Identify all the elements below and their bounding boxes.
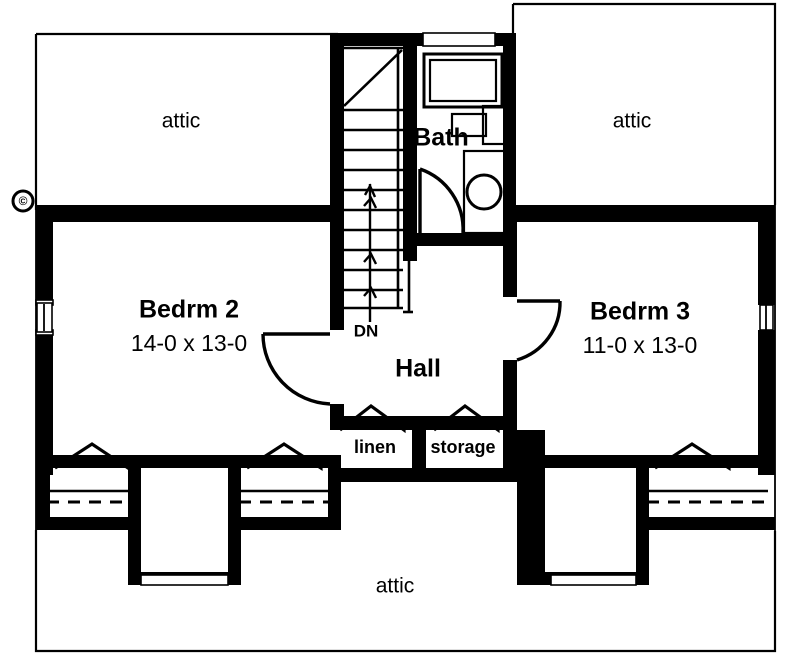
- attic-bottom-outline: [34, 530, 777, 653]
- wall-stair-right: [403, 33, 417, 261]
- closet-storage-door: [432, 403, 500, 434]
- closet-bedrm2-mid: [239, 442, 330, 504]
- wall-bedrm3-right-lower: [758, 330, 775, 475]
- label-closet-linen: linen: [354, 437, 396, 457]
- label-attic-top-right: attic: [613, 110, 652, 133]
- wall-bedrm2-closet-left-bottom: [36, 517, 141, 530]
- wall-bedrm3-hall-lower: [503, 360, 517, 470]
- wall-bedrm3-proj-left: [517, 430, 545, 585]
- door-bedrm3: [516, 299, 562, 362]
- wall-closets-bottom: [330, 468, 517, 482]
- label-bedrm2: Bedrm 2: [139, 296, 239, 324]
- wall-stair-left: [330, 33, 344, 248]
- label-bath: Bath: [413, 124, 469, 152]
- wall-bedrm2-closet-left-right: [128, 455, 141, 585]
- window-bath-top: [422, 32, 496, 47]
- wall-bedrm2-left-upper: [36, 205, 53, 305]
- vanity-fixture: [481, 104, 509, 146]
- wall-bedrm3-right-upper: [758, 205, 775, 305]
- label-bedrm2-dimensions: 14-0 x 13-0: [131, 330, 247, 356]
- stairs: DN: [343, 46, 413, 340]
- door-bedrm2: [261, 332, 331, 406]
- wall-bedrm2-left-lower: [36, 330, 53, 475]
- label-bedrm3: Bedrm 3: [590, 298, 690, 326]
- label-attic-bottom: attic: [376, 575, 415, 598]
- window-bedrm3-right: [759, 304, 774, 331]
- wall-bedrm2-closet-mid-right: [328, 455, 341, 530]
- wall-bedrm2-closet-left-side: [36, 455, 50, 530]
- wall-bedrm3-closet-bottom: [636, 517, 775, 530]
- label-hall: Hall: [395, 355, 441, 383]
- closet-bedrm2-left: [47, 442, 131, 504]
- closet-linen-door: [338, 403, 406, 434]
- wall-bedrm2-hall-upper: [330, 248, 344, 330]
- closet-bedrm3: [647, 442, 768, 504]
- stairs-dn-label: DN: [354, 321, 379, 340]
- label-bedrm3-dimensions: 11-0 x 13-0: [583, 332, 698, 358]
- label-attic-top-left: attic: [162, 110, 201, 133]
- window-attic-left-proj: [140, 574, 229, 586]
- copyright-glyph: ©: [19, 194, 28, 208]
- wall-bedrm2-closet-mid-bottom: [228, 517, 341, 530]
- copyright-icon: ©: [11, 189, 35, 213]
- wall-bedrm3-hall-upper: [503, 205, 517, 297]
- wall-bedrm2-bottom-band: [36, 455, 341, 468]
- wall-hall-closet-right-drop: [503, 468, 545, 482]
- attic-top-right-outline: [511, 2, 777, 205]
- window-bedrm2-left-slot: [36, 302, 53, 333]
- door-bath: [418, 167, 465, 234]
- label-closet-storage: storage: [430, 437, 495, 457]
- wall-closet-divider: [412, 416, 426, 480]
- wall-attic-left-bedrm2: [36, 205, 341, 222]
- attic-top-left-outline: [34, 32, 338, 210]
- wall-bath-bottom: [417, 233, 516, 246]
- wall-attic-right-bedrm3: [513, 205, 775, 222]
- sink-fixture: [450, 112, 488, 138]
- bathtub-fixture: [422, 52, 504, 109]
- window-attic-right-proj: [550, 574, 637, 586]
- toilet-fixture: [462, 149, 509, 235]
